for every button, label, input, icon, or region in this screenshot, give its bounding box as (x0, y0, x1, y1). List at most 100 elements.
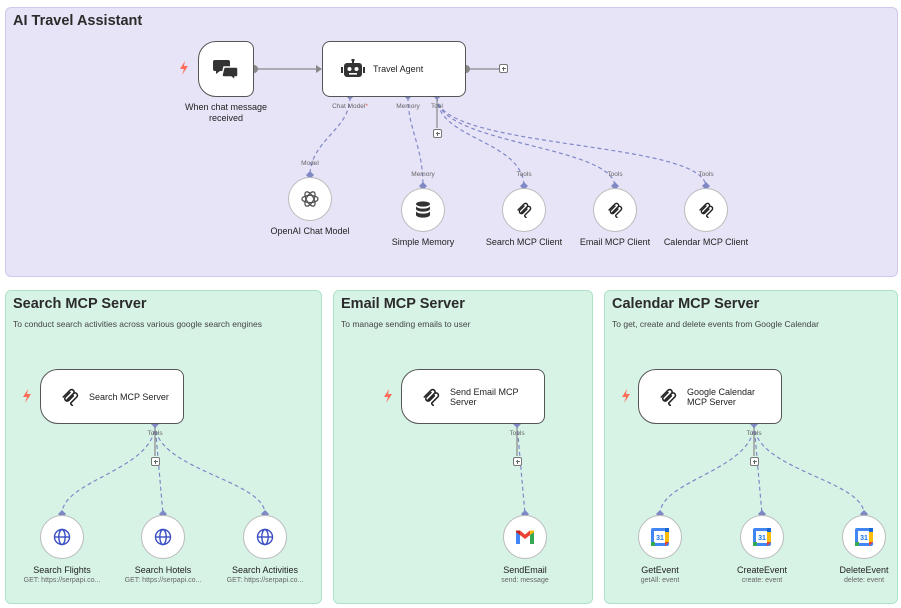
search-activities-subtitle: GET: https://serpapi.co... (226, 577, 304, 584)
wire-create-event[interactable] (753, 423, 763, 515)
sticky-title: Search MCP Server (13, 296, 147, 312)
send-email-mcp-server-label: Send Email MCP Server (450, 386, 519, 407)
wire-hotels[interactable] (154, 423, 164, 515)
sticky-email-mcp-server[interactable]: Email MCP Server To manage sending email… (333, 290, 593, 604)
mcp-icon (62, 388, 79, 406)
port-label-tools: Tools (509, 430, 525, 437)
port-label-tool: Tool (431, 103, 443, 110)
google-calendar-icon: 31 (855, 528, 873, 546)
delete-event-label: DeleteEvent (839, 565, 889, 575)
google-calendar-icon: 31 (753, 528, 771, 546)
port-label-tools: Tools (607, 171, 623, 178)
trigger-bolt-icon (384, 389, 392, 403)
mcp-icon (423, 388, 440, 406)
port-label-model: Model (301, 160, 319, 167)
wire-tool-search[interactable] (436, 96, 525, 188)
trigger-bolt-icon (180, 61, 188, 75)
port-label-tools: Tools (698, 171, 714, 178)
add-tool-button[interactable] (433, 129, 442, 138)
calendar-mcp-client-node[interactable] (684, 188, 728, 232)
wire-get-event[interactable] (659, 423, 755, 515)
search-hotels-subtitle: GET: https://serpapi.co... (124, 577, 202, 584)
chat-bubbles-icon (213, 60, 239, 80)
openai-chat-model-node[interactable] (288, 177, 332, 221)
database-icon (416, 201, 430, 218)
port-label-memory: Memory (411, 171, 435, 178)
mcp-icon (699, 202, 714, 218)
wire-delete-event[interactable] (753, 423, 865, 515)
sticky-title: AI Travel Assistant (13, 13, 143, 29)
get-event-subtitle: getAll: event (640, 577, 680, 584)
globe-icon (256, 528, 274, 546)
port-label-tools: Tools (516, 171, 532, 178)
send-email-mcp-server-node[interactable]: Send Email MCP Server (401, 369, 545, 424)
mcp-icon (517, 202, 532, 218)
trigger-bolt-icon (23, 389, 31, 403)
search-mcp-client-label: Search MCP Client (485, 237, 563, 247)
svg-text:31: 31 (656, 535, 664, 542)
email-mcp-client-label: Email MCP Client (579, 237, 651, 247)
add-tool-button[interactable] (513, 457, 522, 466)
svg-text:31: 31 (758, 535, 766, 542)
send-email-node[interactable] (503, 515, 547, 559)
chat-trigger-label: When chat message received (184, 102, 268, 123)
port-label-tools: Tools (746, 430, 762, 437)
port-label-memory: Memory (396, 103, 420, 110)
search-flights-label: Search Flights (33, 565, 91, 575)
search-flights-subtitle: GET: https://serpapi.co... (23, 577, 101, 584)
wire-flights[interactable] (61, 423, 156, 515)
search-mcp-server-label: Search MCP Server (89, 391, 169, 402)
wire-activities[interactable] (154, 423, 266, 515)
google-calendar-mcp-server-node[interactable]: Google Calendar MCP Server (638, 369, 782, 424)
add-tool-button[interactable] (750, 457, 759, 466)
search-hotels-node[interactable] (141, 515, 185, 559)
globe-icon (53, 528, 71, 546)
search-flights-node[interactable] (40, 515, 84, 559)
google-calendar-icon: 31 (651, 528, 669, 546)
google-calendar-mcp-server-label: Google Calendar MCP Server (687, 386, 756, 407)
search-activities-node[interactable] (243, 515, 287, 559)
search-mcp-client-node[interactable] (502, 188, 546, 232)
create-event-label: CreateEvent (736, 565, 788, 575)
input-arrow (316, 65, 322, 73)
add-tool-button[interactable] (151, 457, 160, 466)
simple-memory-label: Simple Memory (391, 237, 455, 247)
globe-icon (154, 528, 172, 546)
email-mcp-client-node[interactable] (593, 188, 637, 232)
search-activities-label: Search Activities (231, 565, 299, 575)
port-label-chat-model: Chat Model* (332, 103, 368, 110)
travel-agent-node[interactable]: Travel Agent (322, 41, 466, 97)
sticky-description: To conduct search activities across vari… (13, 319, 262, 329)
delete-event-subtitle: delete: event (843, 577, 885, 584)
gmail-icon (516, 530, 534, 544)
search-mcp-server-node[interactable]: Search MCP Server (40, 369, 184, 424)
trigger-bolt-icon (622, 389, 630, 403)
sticky-title: Email MCP Server (341, 296, 465, 312)
calendar-mcp-client-label: Calendar MCP Client (663, 237, 749, 247)
port-label-tools: Tools (147, 430, 163, 437)
search-hotels-label: Search Hotels (134, 565, 192, 575)
sticky-title: Calendar MCP Server (612, 296, 760, 312)
openai-icon (301, 191, 319, 207)
create-event-subtitle: create: event (741, 577, 783, 584)
get-event-node[interactable]: 31 (638, 515, 682, 559)
mcp-icon (660, 388, 677, 406)
wire-send-email[interactable] (516, 423, 526, 515)
send-email-subtitle: send: message (501, 577, 549, 584)
sticky-description: To get, create and delete events from Go… (612, 319, 819, 329)
chat-trigger-node[interactable] (198, 41, 254, 97)
wire-chat-model[interactable] (309, 96, 351, 177)
delete-event-node[interactable]: 31 (842, 515, 886, 559)
wire-tool-email[interactable] (436, 96, 616, 188)
wire-memory[interactable] (407, 96, 424, 188)
create-event-node[interactable]: 31 (740, 515, 784, 559)
svg-text:31: 31 (860, 535, 868, 542)
mcp-icon (608, 202, 623, 218)
openai-chat-model-label: OpenAI Chat Model (270, 226, 350, 236)
add-node-button[interactable] (499, 64, 508, 73)
sticky-description: To manage sending emails to user (341, 319, 471, 329)
simple-memory-node[interactable] (401, 188, 445, 232)
get-event-label: GetEvent (641, 565, 679, 575)
travel-agent-label: Travel Agent (373, 64, 424, 74)
wire-tool-calendar[interactable] (436, 96, 707, 188)
